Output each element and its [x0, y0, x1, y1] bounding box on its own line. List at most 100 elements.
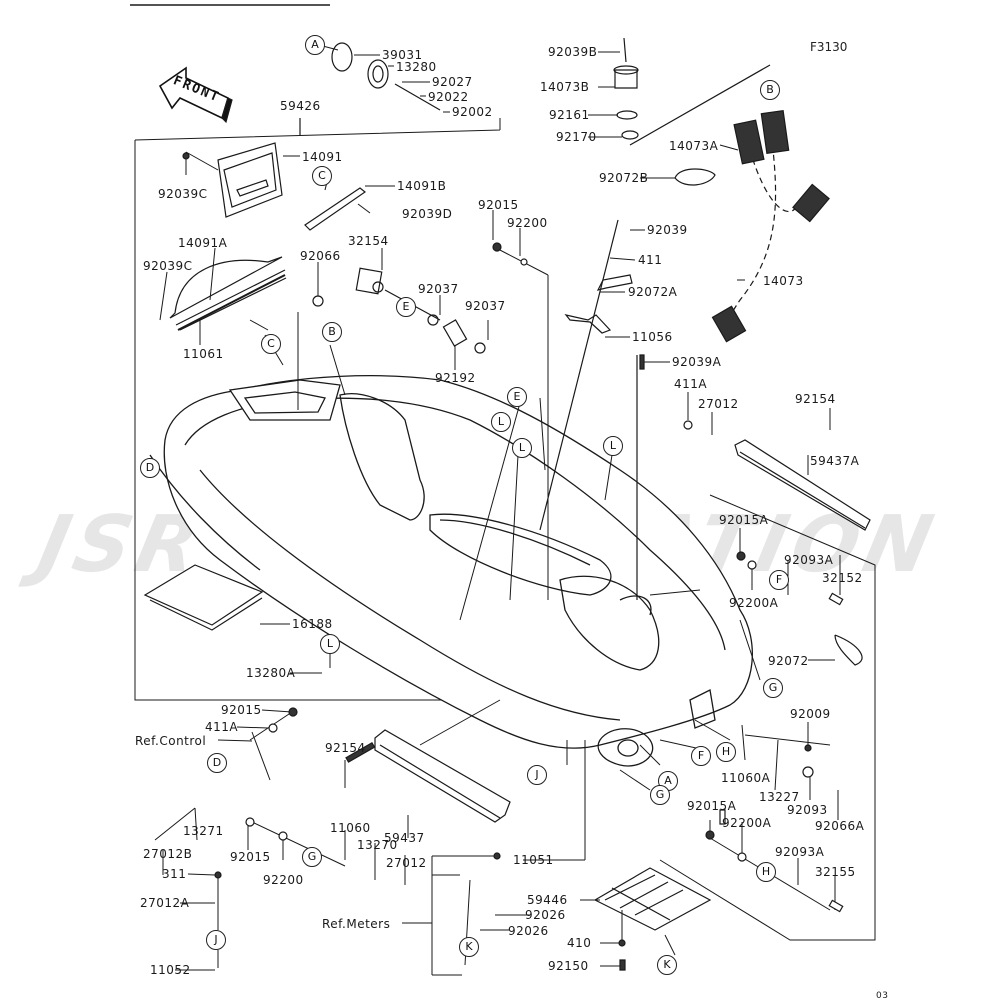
- part-label-92039B[interactable]: 92039B: [548, 45, 598, 59]
- ref-marker-C[interactable]: C: [312, 166, 332, 186]
- hull-assembly-frame: [135, 118, 560, 700]
- part-label-11061[interactable]: 11061: [183, 347, 224, 361]
- part-label-92154-mid[interactable]: 92154: [325, 741, 366, 755]
- part-label-92026-b[interactable]: 92026: [508, 924, 549, 938]
- ref-marker-B[interactable]: B: [760, 80, 780, 100]
- part-label-32152[interactable]: 32152: [822, 571, 863, 585]
- ref-marker-J[interactable]: J: [206, 930, 226, 950]
- part-label-11056[interactable]: 11056: [632, 330, 673, 344]
- part-label-410[interactable]: 410: [567, 936, 592, 950]
- part-label-32154[interactable]: 32154: [348, 234, 389, 248]
- ref-marker-K[interactable]: K: [657, 955, 677, 975]
- ref-control-label[interactable]: Ref.Control: [135, 734, 207, 748]
- ref-meters-label[interactable]: Ref.Meters: [322, 917, 391, 931]
- ref-marker-E[interactable]: E: [396, 297, 416, 317]
- part-label-39031[interactable]: 39031: [382, 48, 423, 62]
- ref-marker-L[interactable]: L: [603, 436, 623, 456]
- ref-marker-L[interactable]: L: [512, 438, 532, 458]
- part-label-27012-top[interactable]: 27012: [698, 397, 739, 411]
- part-label-311[interactable]: 311: [162, 867, 187, 881]
- part-label-92161[interactable]: 92161: [549, 108, 590, 122]
- part-label-13271[interactable]: 13271: [183, 824, 224, 838]
- part-label-92009[interactable]: 92009: [790, 707, 831, 721]
- part-label-92002[interactable]: 92002: [452, 105, 493, 119]
- ref-marker-F[interactable]: F: [769, 570, 789, 590]
- ref-marker-D[interactable]: D: [207, 753, 227, 773]
- part-label-92039C-lower[interactable]: 92039C: [143, 259, 193, 273]
- part-label-92022[interactable]: 92022: [428, 90, 469, 104]
- part-label-92015-left[interactable]: 92015: [221, 703, 262, 717]
- part-label-14091B[interactable]: 14091B: [397, 179, 447, 193]
- part-label-11060[interactable]: 11060: [330, 821, 371, 835]
- ref-marker-E[interactable]: E: [507, 387, 527, 407]
- part-label-92072A[interactable]: 92072A: [628, 285, 678, 299]
- ref-marker-G[interactable]: G: [763, 678, 783, 698]
- part-label-59437A[interactable]: 59437A: [810, 454, 860, 468]
- ref-marker-G[interactable]: G: [650, 785, 670, 805]
- part-label-92154-top[interactable]: 92154: [795, 392, 836, 406]
- part-label-92015-low[interactable]: 92015: [230, 850, 271, 864]
- part-label-32155[interactable]: 32155: [815, 865, 856, 879]
- ref-marker-B[interactable]: B: [322, 322, 342, 342]
- part-label-92200-low[interactable]: 92200: [263, 873, 304, 887]
- part-label-11060A[interactable]: 11060A: [721, 771, 771, 785]
- ref-marker-H[interactable]: H: [756, 862, 776, 882]
- part-label-411A-top[interactable]: 411A: [674, 377, 708, 391]
- ref-marker-A[interactable]: A: [305, 35, 325, 55]
- part-label-92026-a[interactable]: 92026: [525, 908, 566, 922]
- ref-marker-D[interactable]: D: [140, 458, 160, 478]
- part-label-59426[interactable]: 59426: [280, 99, 321, 113]
- part-label-13280A[interactable]: 13280A: [246, 666, 296, 680]
- part-label-92170[interactable]: 92170: [556, 130, 597, 144]
- part-label-59446[interactable]: 59446: [527, 893, 568, 907]
- ref-marker-C[interactable]: C: [261, 334, 281, 354]
- ref-marker-K[interactable]: K: [459, 937, 479, 957]
- part-label-92039D[interactable]: 92039D: [402, 207, 453, 221]
- ref-marker-F[interactable]: F: [691, 746, 711, 766]
- part-label-59437[interactable]: 59437: [384, 831, 425, 845]
- ref-marker-L[interactable]: L: [491, 412, 511, 432]
- ref-marker-G[interactable]: G: [302, 847, 322, 867]
- part-label-92200A-a[interactable]: 92200A: [729, 596, 779, 610]
- part-label-92015-top[interactable]: 92015: [478, 198, 519, 212]
- part-label-92200-top[interactable]: 92200: [507, 216, 548, 230]
- part-label-92039C-upper[interactable]: 92039C: [158, 187, 208, 201]
- part-label-11052[interactable]: 11052: [150, 963, 191, 977]
- part-label-92037-b[interactable]: 92037: [465, 299, 506, 313]
- ref-marker-L[interactable]: L: [320, 634, 340, 654]
- part-label-92037-a[interactable]: 92037: [418, 282, 459, 296]
- part-label-16188[interactable]: 16188: [292, 617, 333, 631]
- ref-marker-H[interactable]: H: [716, 742, 736, 762]
- part-label-14091[interactable]: 14091: [302, 150, 343, 164]
- part-label-92072[interactable]: 92072: [768, 654, 809, 668]
- part-label-411[interactable]: 411: [638, 253, 663, 267]
- part-label-92200A-b[interactable]: 92200A: [722, 816, 772, 830]
- part-label-92093A-b[interactable]: 92093A: [775, 845, 825, 859]
- part-label-27012B[interactable]: 27012B: [143, 847, 193, 861]
- part-label-92093A-a[interactable]: 92093A: [784, 553, 834, 567]
- part-label-411A-left[interactable]: 411A: [205, 720, 239, 734]
- part-label-11051[interactable]: 11051: [513, 853, 554, 867]
- part-label-92066[interactable]: 92066: [300, 249, 341, 263]
- part-label-92192[interactable]: 92192: [435, 371, 476, 385]
- part-label-13280[interactable]: 13280: [396, 60, 437, 74]
- ref-marker-J[interactable]: J: [527, 765, 547, 785]
- part-label-14073A[interactable]: 14073A: [669, 139, 719, 153]
- part-label-13227[interactable]: 13227: [759, 790, 800, 804]
- part-label-92027[interactable]: 92027: [432, 75, 473, 89]
- part-label-27012A[interactable]: 27012A: [140, 896, 190, 910]
- part-label-92093[interactable]: 92093: [787, 803, 828, 817]
- part-label-92066A[interactable]: 92066A: [815, 819, 865, 833]
- part-label-92039A[interactable]: 92039A: [672, 355, 722, 369]
- part-label-92015A-b[interactable]: 92015A: [687, 799, 737, 813]
- part-label-14073[interactable]: 14073: [763, 274, 804, 288]
- part-label-14091A[interactable]: 14091A: [178, 236, 228, 250]
- part-label-13270[interactable]: 13270: [357, 838, 398, 852]
- figure-code: F3130: [810, 40, 848, 54]
- part-label-92039[interactable]: 92039: [647, 223, 688, 237]
- part-label-14073B[interactable]: 14073B: [540, 80, 590, 94]
- part-label-92015A-a[interactable]: 92015A: [719, 513, 769, 527]
- part-label-92150[interactable]: 92150: [548, 959, 589, 973]
- part-label-27012-low[interactable]: 27012: [386, 856, 427, 870]
- part-label-92072B[interactable]: 92072B: [599, 171, 649, 185]
